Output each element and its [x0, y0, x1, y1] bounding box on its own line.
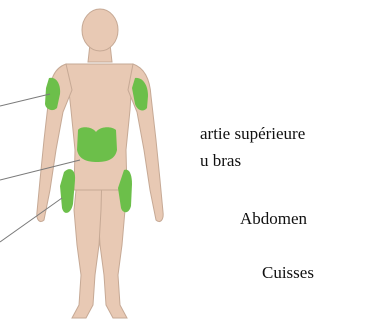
- abdomen-zone: [77, 127, 117, 162]
- upper-arm-label-line-1: artie supérieure: [200, 125, 305, 142]
- thigh-leader-line: [0, 198, 62, 242]
- left-thigh-zone: [60, 169, 75, 213]
- abdomen-label: Abdomen: [240, 210, 307, 227]
- upper-arm-leader-line: [0, 94, 50, 106]
- human-body-silhouette: [37, 9, 163, 318]
- thighs-label: Cuisses: [262, 264, 314, 281]
- upper-arm-label-line-2: u bras: [200, 152, 241, 169]
